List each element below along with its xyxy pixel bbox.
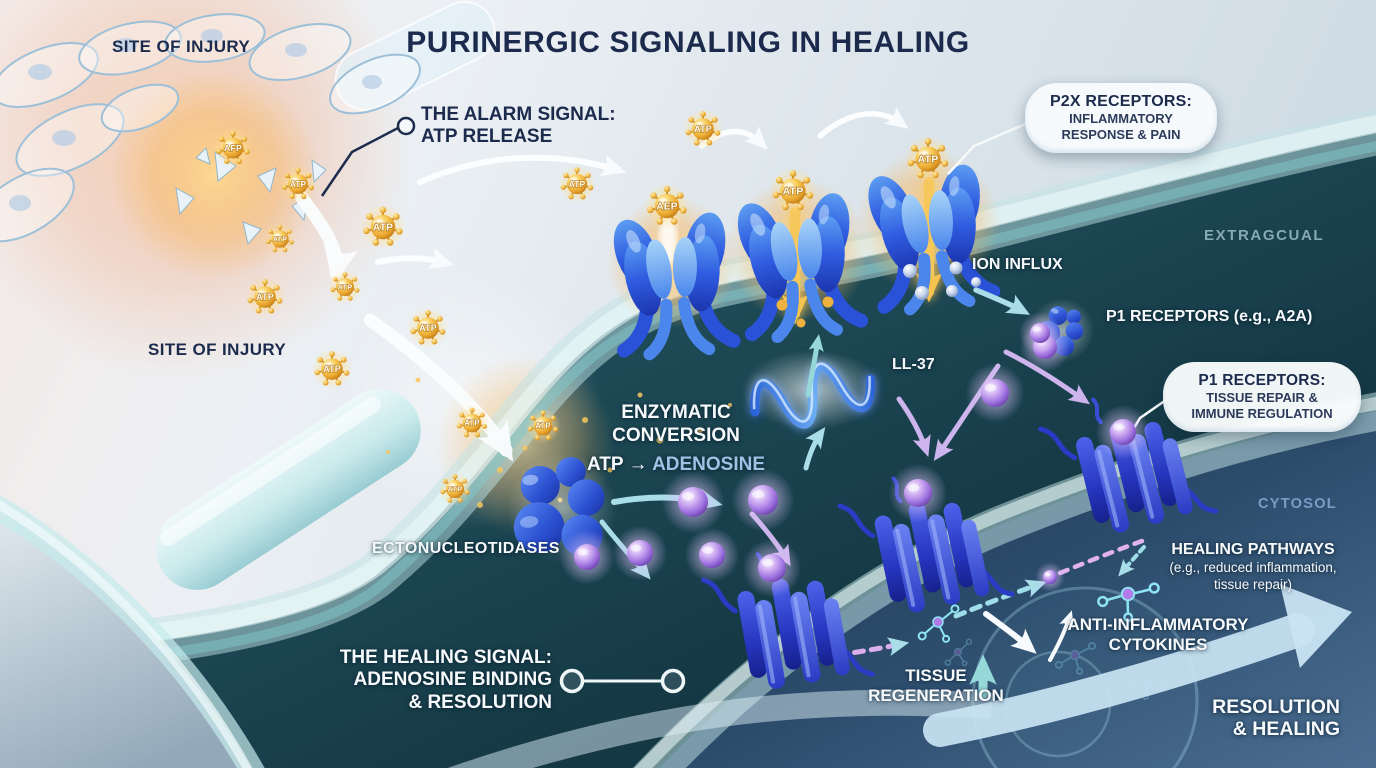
conversion-from: ATP: [586, 453, 624, 475]
conversion-to: ADENOSINE: [652, 453, 766, 475]
alarm-signal-label: THE ALARM SIGNAL: ATP RELEASE: [421, 104, 616, 148]
p2x-receptors-callout: P2X RECEPTORS: INFLAMMATORY RESPONSE & P…: [1025, 83, 1217, 153]
ectonucleotidases-label: ECTONUCLEOTIDASES: [372, 540, 560, 557]
anti-inflammatory-label: ANTI-INFLAMMATORY CYTOKINES: [1067, 615, 1249, 655]
healing-pathways-label: HEALING PATHWAYS (e.g., reduced inflamma…: [1169, 541, 1337, 593]
site-of-injury-label-mid: SITE OF INJURY: [148, 340, 287, 359]
healing-signal-label: THE HEALING SIGNAL: ADENOSINE BINDING & …: [339, 647, 552, 713]
ll37-label: LL-37: [892, 356, 935, 373]
cytosol-label: CYTOSOL: [1258, 496, 1337, 512]
site-of-injury-label-top: SITE OF INJURY: [112, 37, 251, 56]
resolution-healing-label: RESOLUTION & HEALING: [1212, 696, 1340, 741]
page-title: PURINERGIC SIGNALING IN HEALING: [406, 26, 970, 59]
enzymatic-conversion-label: ENZYMATIC CONVERSION ATP → ADENOSINE: [586, 402, 766, 475]
tissue-regeneration-label: TISSUE REGENERATION: [868, 666, 1004, 706]
p1-receptors-callout: P1 RECEPTORS: TISSUE REPAIR & IMMUNE REG…: [1163, 362, 1361, 432]
extracellular-label: EXTRAGCUAL: [1204, 227, 1325, 244]
ion-influx-label: ION INFLUX: [972, 256, 1063, 273]
conversion-arrow-glyph: →: [628, 453, 648, 475]
p1-receptors-inline-label: P1 RECEPTORS (e.g., A2A): [1106, 308, 1313, 325]
